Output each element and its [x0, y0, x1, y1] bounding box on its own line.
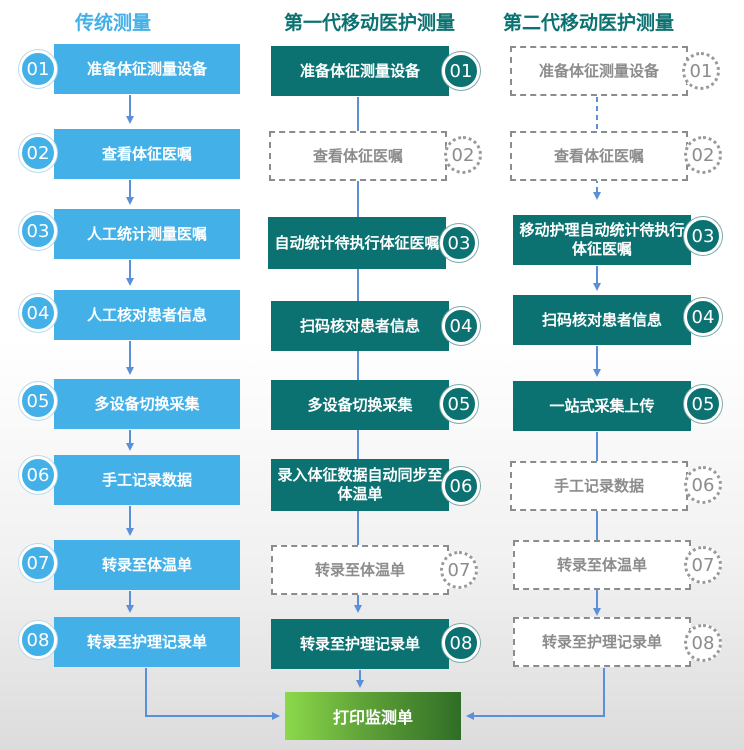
step-box: 录入体征数据自动同步至体温单	[271, 459, 449, 511]
step-number-badge: 04	[19, 294, 57, 332]
step-number-badge: 07	[684, 546, 722, 584]
flow-arrow	[145, 668, 280, 720]
step-box: 手工记录数据	[54, 455, 240, 505]
step-box: 准备体征测量设备	[54, 44, 240, 94]
step-number-badge: 01	[19, 50, 57, 88]
step-box: 转录至护理记录单	[271, 619, 449, 669]
step-box: 查看体征医嘱	[510, 131, 688, 181]
step-number-badge: 02	[444, 136, 482, 174]
step-box: 准备体征测量设备	[271, 46, 449, 96]
step-box: 自动统计待执行体征医嘱	[268, 217, 446, 269]
step-box: 多设备切换采集	[271, 380, 449, 430]
column-title-gen1: 第一代移动医护测量	[284, 12, 456, 34]
step-box: 一站式采集上传	[513, 381, 691, 431]
column-title-gen2: 第二代移动医护测量	[503, 12, 675, 34]
step-number-badge: 05	[684, 385, 722, 423]
step-number-badge: 01	[682, 52, 720, 90]
step-number-badge: 03	[440, 224, 478, 262]
step-box: 准备体征测量设备	[510, 46, 688, 96]
step-number-badge: 08	[442, 624, 480, 662]
step-number-badge: 04	[684, 298, 722, 336]
step-number-badge: 08	[19, 621, 57, 659]
flow-arrow	[466, 668, 605, 720]
step-box: 手工记录数据	[510, 461, 688, 511]
step-number-badge: 06	[442, 467, 480, 505]
step-box: 转录至体温单	[271, 545, 449, 595]
step-box: 转录至护理记录单	[54, 617, 240, 667]
step-number-badge: 03	[684, 217, 722, 255]
step-box: 转录至护理记录单	[513, 617, 691, 667]
step-number-badge: 07	[19, 544, 57, 582]
step-number-badge: 02	[684, 136, 722, 174]
step-box: 转录至体温单	[513, 540, 691, 590]
step-number-badge: 08	[684, 624, 722, 662]
print-monitoring-sheet-box: 打印监测单	[285, 692, 461, 740]
step-number-badge: 05	[19, 382, 57, 420]
step-box: 人工核对患者信息	[54, 290, 240, 340]
step-number-badge: 06	[19, 456, 57, 494]
step-number-badge: 01	[442, 52, 480, 90]
step-number-badge: 06	[684, 466, 722, 504]
step-box: 人工统计测量医嘱	[54, 209, 240, 259]
step-box: 转录至体温单	[54, 540, 240, 590]
step-box: 扫码核对患者信息	[513, 295, 691, 345]
step-box: 查看体征医嘱	[54, 129, 240, 179]
step-box: 查看体征医嘱	[269, 131, 447, 181]
step-number-badge: 02	[19, 134, 57, 172]
step-box: 移动护理自动统计待执行体征医嘱	[513, 215, 691, 265]
step-box: 扫码核对患者信息	[271, 301, 449, 351]
step-number-badge: 07	[440, 551, 478, 589]
step-number-badge: 04	[442, 307, 480, 345]
column-title-traditional: 传统测量	[75, 12, 152, 34]
step-box: 多设备切换采集	[54, 379, 240, 429]
step-number-badge: 03	[19, 212, 57, 250]
step-number-badge: 05	[440, 385, 478, 423]
